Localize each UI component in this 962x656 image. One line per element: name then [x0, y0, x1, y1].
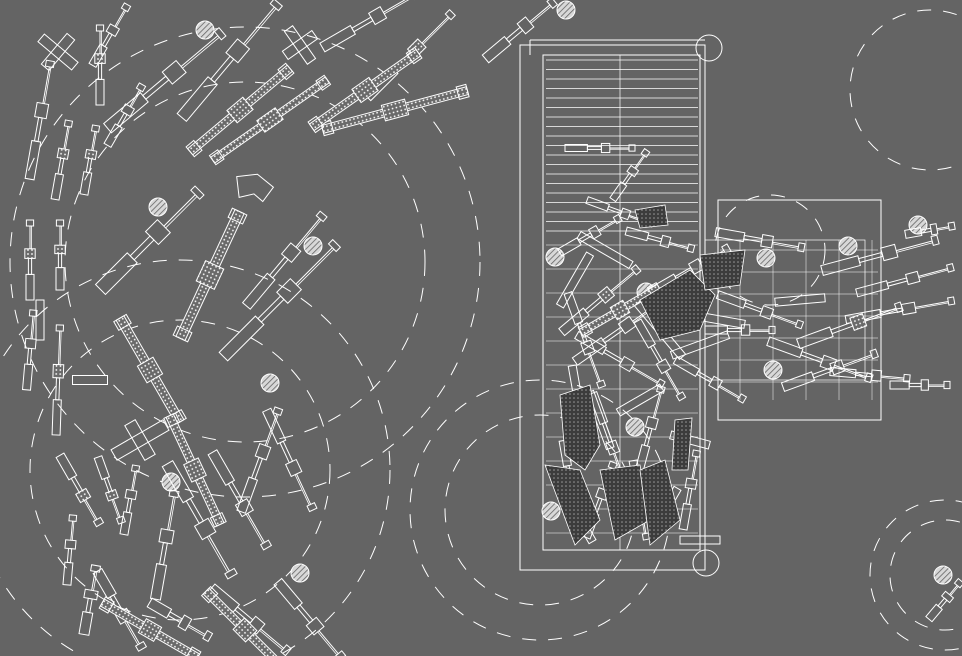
- bar-piece: [669, 330, 731, 360]
- bar-piece: [774, 293, 826, 307]
- stippled-ruler: [307, 46, 423, 134]
- hatched-circle-icon: [763, 360, 783, 380]
- tool-figure: [855, 262, 955, 298]
- bar-piece: [72, 375, 108, 385]
- tool-figure: [564, 142, 636, 154]
- tool-figure: [624, 226, 696, 254]
- hatched-circle-icon: [195, 20, 215, 40]
- hatched-circle-icon: [625, 417, 645, 437]
- tool-figure: [241, 210, 328, 310]
- tool-figure: [558, 264, 642, 337]
- tool-figure: [563, 291, 607, 389]
- tool-figure: [161, 460, 238, 580]
- bar-piece: [679, 535, 721, 545]
- tool-figure: [820, 234, 940, 276]
- tool-figure: [715, 290, 805, 330]
- stippled-ruler: [185, 62, 295, 158]
- tool-figure: [94, 185, 205, 296]
- tool-figure: [481, 0, 559, 64]
- tool-figure: [207, 583, 292, 656]
- tool-figure: [218, 238, 342, 362]
- bar-piece: [615, 383, 665, 417]
- tool-figure: [55, 452, 105, 528]
- tool-figure: [704, 324, 776, 336]
- tool-figure: [79, 124, 101, 196]
- tool-figure: [889, 379, 951, 391]
- tool-figure: [94, 24, 106, 106]
- tool-figure: [273, 577, 347, 656]
- tool-figure: [102, 26, 227, 134]
- stippled-ruler: [172, 207, 248, 343]
- tool-figure: [904, 221, 956, 239]
- hatched-circle-icon: [908, 215, 928, 235]
- tool-figure: [574, 330, 666, 389]
- tool-figure: [672, 355, 748, 404]
- tool-figure: [54, 219, 66, 291]
- hatched-circle-icon: [756, 248, 776, 268]
- stippled-ruler: [98, 596, 202, 656]
- hatched-circle-icon: [290, 563, 310, 583]
- tool-figure: [51, 324, 65, 436]
- tool-figure: [714, 227, 806, 253]
- hatched-circle-icon: [148, 197, 168, 217]
- stippled-ruler: [320, 83, 470, 137]
- hatched-circle-icon: [260, 373, 280, 393]
- tool-figure: [78, 564, 102, 636]
- tool-figure: [62, 514, 78, 586]
- tool-figure: [50, 119, 74, 201]
- stippled-ruler: [113, 313, 187, 427]
- stippled-ruler: [163, 412, 227, 528]
- cross-shapes: [37, 25, 319, 462]
- dark-clustered-shapes: [544, 204, 746, 546]
- tool-figure: [146, 597, 214, 643]
- tool-figure: [93, 455, 126, 525]
- tool-figure: [24, 219, 36, 301]
- stippled-ruler: [200, 585, 288, 656]
- bar-piece: [576, 230, 634, 270]
- tool-figure: [207, 449, 273, 551]
- tool-figure: [780, 348, 880, 392]
- tool-figure: [795, 301, 904, 350]
- tool-figure: [21, 309, 38, 391]
- tool-figure: [88, 2, 132, 68]
- hatched-circle-icon: [545, 247, 565, 267]
- tool-figure: [557, 213, 623, 257]
- tool-figure: [149, 489, 180, 601]
- hatched-circle-icon: [933, 565, 953, 585]
- tool-figure: [262, 407, 318, 513]
- tool-figure: [119, 464, 141, 536]
- bar-piece: [555, 251, 595, 309]
- hatched-circle-icon: [556, 0, 576, 20]
- stippled-ruler: [208, 74, 332, 166]
- tool-figure: [678, 449, 702, 531]
- hatched-circle-icon: [303, 236, 323, 256]
- tool-figure: [609, 147, 651, 203]
- tool-figure: [24, 59, 55, 181]
- hatched-circle-icon: [541, 501, 561, 521]
- tool-figure: [829, 366, 911, 383]
- tool-figure: [319, 0, 421, 53]
- hatched-circle-icon: [838, 236, 858, 256]
- bar-piece: [35, 299, 45, 341]
- tool-figures: [21, 0, 962, 656]
- dashed-rings: [0, 9, 962, 656]
- tool-figure: [633, 318, 687, 402]
- tool-figure: [176, 0, 284, 123]
